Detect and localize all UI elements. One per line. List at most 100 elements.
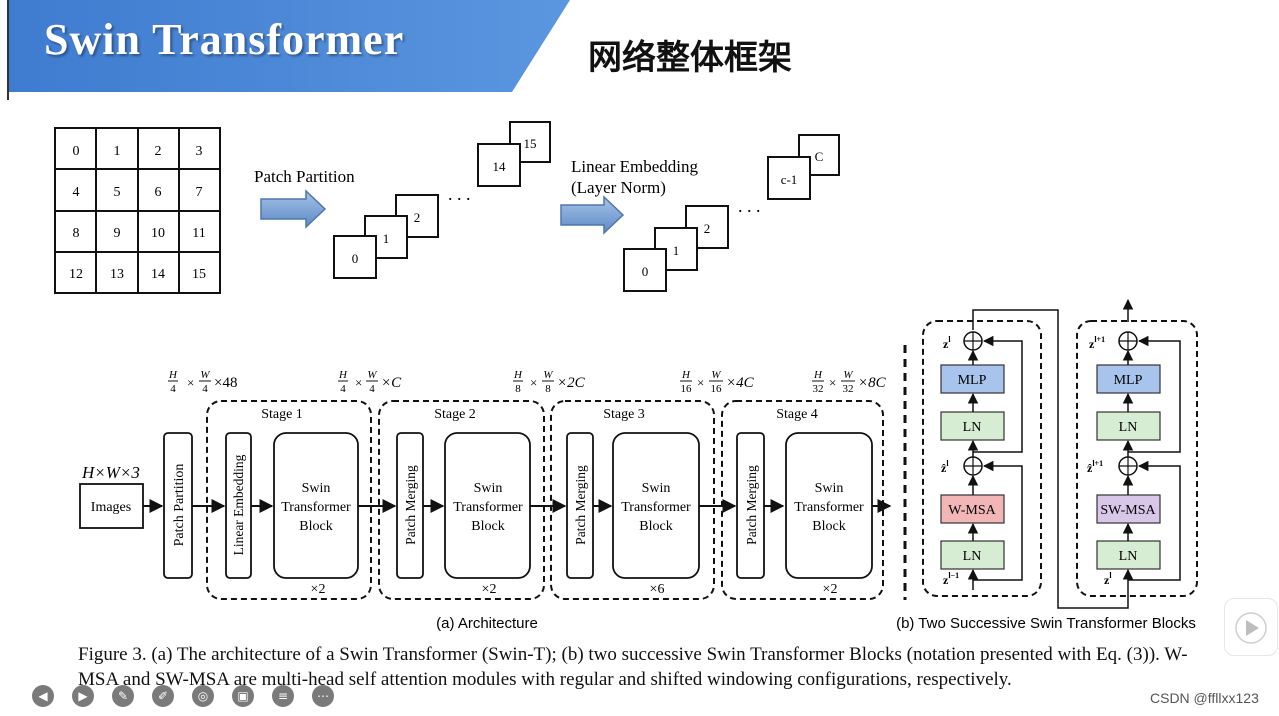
svg-text:×C: ×C — [381, 375, 402, 391]
grid-cell: 8 — [73, 226, 80, 241]
grid-cell: 10 — [151, 226, 165, 241]
next-icon[interactable]: ▶ — [72, 685, 94, 707]
ln-label: LN — [1119, 549, 1138, 564]
patch-merging-text: Patch Merging — [744, 465, 759, 545]
svg-text:4: 4 — [170, 383, 176, 395]
patch-partition-text: Patch Partition — [172, 464, 187, 547]
patch-label: 14 — [493, 159, 507, 174]
stage-2-label: Stage 2 — [434, 407, 476, 422]
z-in-label: zl — [1104, 571, 1112, 587]
patch-label: 2 — [414, 210, 421, 225]
grid-cell: 3 — [196, 144, 203, 159]
svg-text:H: H — [168, 369, 178, 381]
svg-text:32: 32 — [813, 383, 824, 395]
svg-text:W: W — [367, 369, 377, 381]
block-label: Block — [812, 519, 845, 534]
block-label: Block — [299, 519, 332, 534]
comment-icon[interactable]: ≡ — [272, 685, 294, 707]
camera-icon[interactable]: ▣ — [232, 685, 254, 707]
svg-text:4: 4 — [369, 383, 375, 395]
grid-cell: 2 — [155, 144, 162, 159]
svg-text:4: 4 — [202, 383, 208, 395]
dim-label: H 4 × W 4 ×C — [338, 369, 402, 395]
images-box — [79, 483, 144, 529]
mlp-label: MLP — [958, 373, 987, 388]
screenshot-icon[interactable]: ◎ — [192, 685, 214, 707]
svg-text:16: 16 — [711, 383, 723, 395]
more-icon[interactable]: ⋯ — [312, 685, 334, 707]
prev-icon[interactable]: ◀ — [32, 685, 54, 707]
svg-text:×: × — [697, 375, 704, 390]
patch-merging-text: Patch Merging — [573, 465, 588, 545]
ln-box — [940, 411, 1005, 441]
section-title: 网络整体框架 — [588, 38, 792, 78]
grid-cell: 1 — [114, 144, 121, 159]
svg-text:W: W — [843, 369, 853, 381]
stage-4-frame — [721, 400, 884, 600]
ln-label: LN — [963, 420, 982, 435]
grid-cell: 4 — [73, 185, 80, 200]
svg-text:H: H — [813, 369, 823, 381]
block-label: Swin — [474, 481, 503, 496]
stage-1-repeat: ×2 — [311, 582, 326, 597]
swin-diagram: 0 1 2 3 4 5 6 7 8 9 10 11 12 13 14 15 Pa… — [54, 121, 1198, 632]
eraser-icon[interactable]: ✐ — [152, 685, 174, 707]
svg-text:H: H — [513, 369, 523, 381]
block-label: Transformer — [621, 500, 691, 515]
successive-blocks: LN W-MSA LN MLP zl ẑl zl−1 LN SW-MSA — [896, 298, 1198, 632]
stage-4-repeat: ×2 — [823, 582, 838, 597]
patch-label: 0 — [642, 264, 649, 279]
play-button[interactable] — [1224, 598, 1278, 656]
block-label: Swin — [642, 481, 671, 496]
play-icon — [1235, 612, 1267, 644]
ln-label: LN — [1119, 420, 1138, 435]
grid-cell: 6 — [155, 185, 162, 200]
dim-label: H 16 × W 16 ×4C — [680, 369, 755, 395]
embedding-patches: 2 1 0 . . . C c-1 — [623, 134, 840, 292]
linear-embedding-text: Linear Embedding — [231, 454, 246, 555]
grid-cell: 15 — [192, 267, 206, 282]
grid-cell: 14 — [151, 267, 165, 282]
grid-cell: 5 — [114, 185, 121, 200]
partition-arrow-icon — [260, 189, 327, 229]
block-left-frame — [922, 320, 1042, 597]
pen-icon[interactable]: ✎ — [112, 685, 134, 707]
stage-4-label: Stage 4 — [776, 407, 818, 422]
svg-text:×8C: ×8C — [858, 375, 887, 391]
block-label: Swin — [815, 481, 844, 496]
svg-text:W: W — [711, 369, 721, 381]
ellipsis: . . . — [448, 184, 471, 204]
grid-cell: 0 — [73, 144, 80, 159]
patch-label: c-1 — [781, 172, 798, 187]
patch-label: 1 — [383, 231, 390, 246]
z-mid-label: ẑl — [941, 459, 949, 475]
svg-text:16: 16 — [681, 383, 693, 395]
header-banner — [7, 0, 570, 100]
figure-caption: Figure 3. (a) The architecture of a Swin… — [78, 644, 1188, 690]
layer-norm-label: (Layer Norm) — [571, 178, 666, 197]
architecture: H 4 × W 4 ×48 H 4 × W 4 ×C H 8 × W 8 — [79, 369, 892, 632]
svg-text:×: × — [355, 375, 362, 390]
patch-label: 2 — [704, 221, 711, 236]
swmsa-label: SW-MSA — [1100, 503, 1156, 518]
svg-text:H: H — [338, 369, 348, 381]
title-banner — [8, 0, 570, 92]
block-label: Transformer — [453, 500, 523, 515]
svg-text:×: × — [530, 375, 537, 390]
patch-label: 15 — [524, 136, 537, 151]
patch-partition-label: Patch Partition — [254, 167, 355, 186]
block-label: Transformer — [281, 500, 351, 515]
svg-text:×2C: ×2C — [557, 375, 586, 391]
block-label: Transformer — [794, 500, 864, 515]
grid-cell: 7 — [196, 185, 203, 200]
z-out-label: zl+1 — [1089, 335, 1105, 351]
stage-1-label: Stage 1 — [261, 407, 303, 422]
embedding-arrow-icon — [560, 195, 625, 235]
svg-text:H: H — [681, 369, 691, 381]
architecture-caption: (a) Architecture — [436, 615, 538, 632]
grid-cell: 9 — [114, 226, 121, 241]
block-right-frame — [1076, 320, 1198, 597]
z-out-label: zl — [943, 335, 951, 351]
svg-text:×48: ×48 — [214, 375, 237, 391]
mlp-label: MLP — [1114, 373, 1143, 388]
